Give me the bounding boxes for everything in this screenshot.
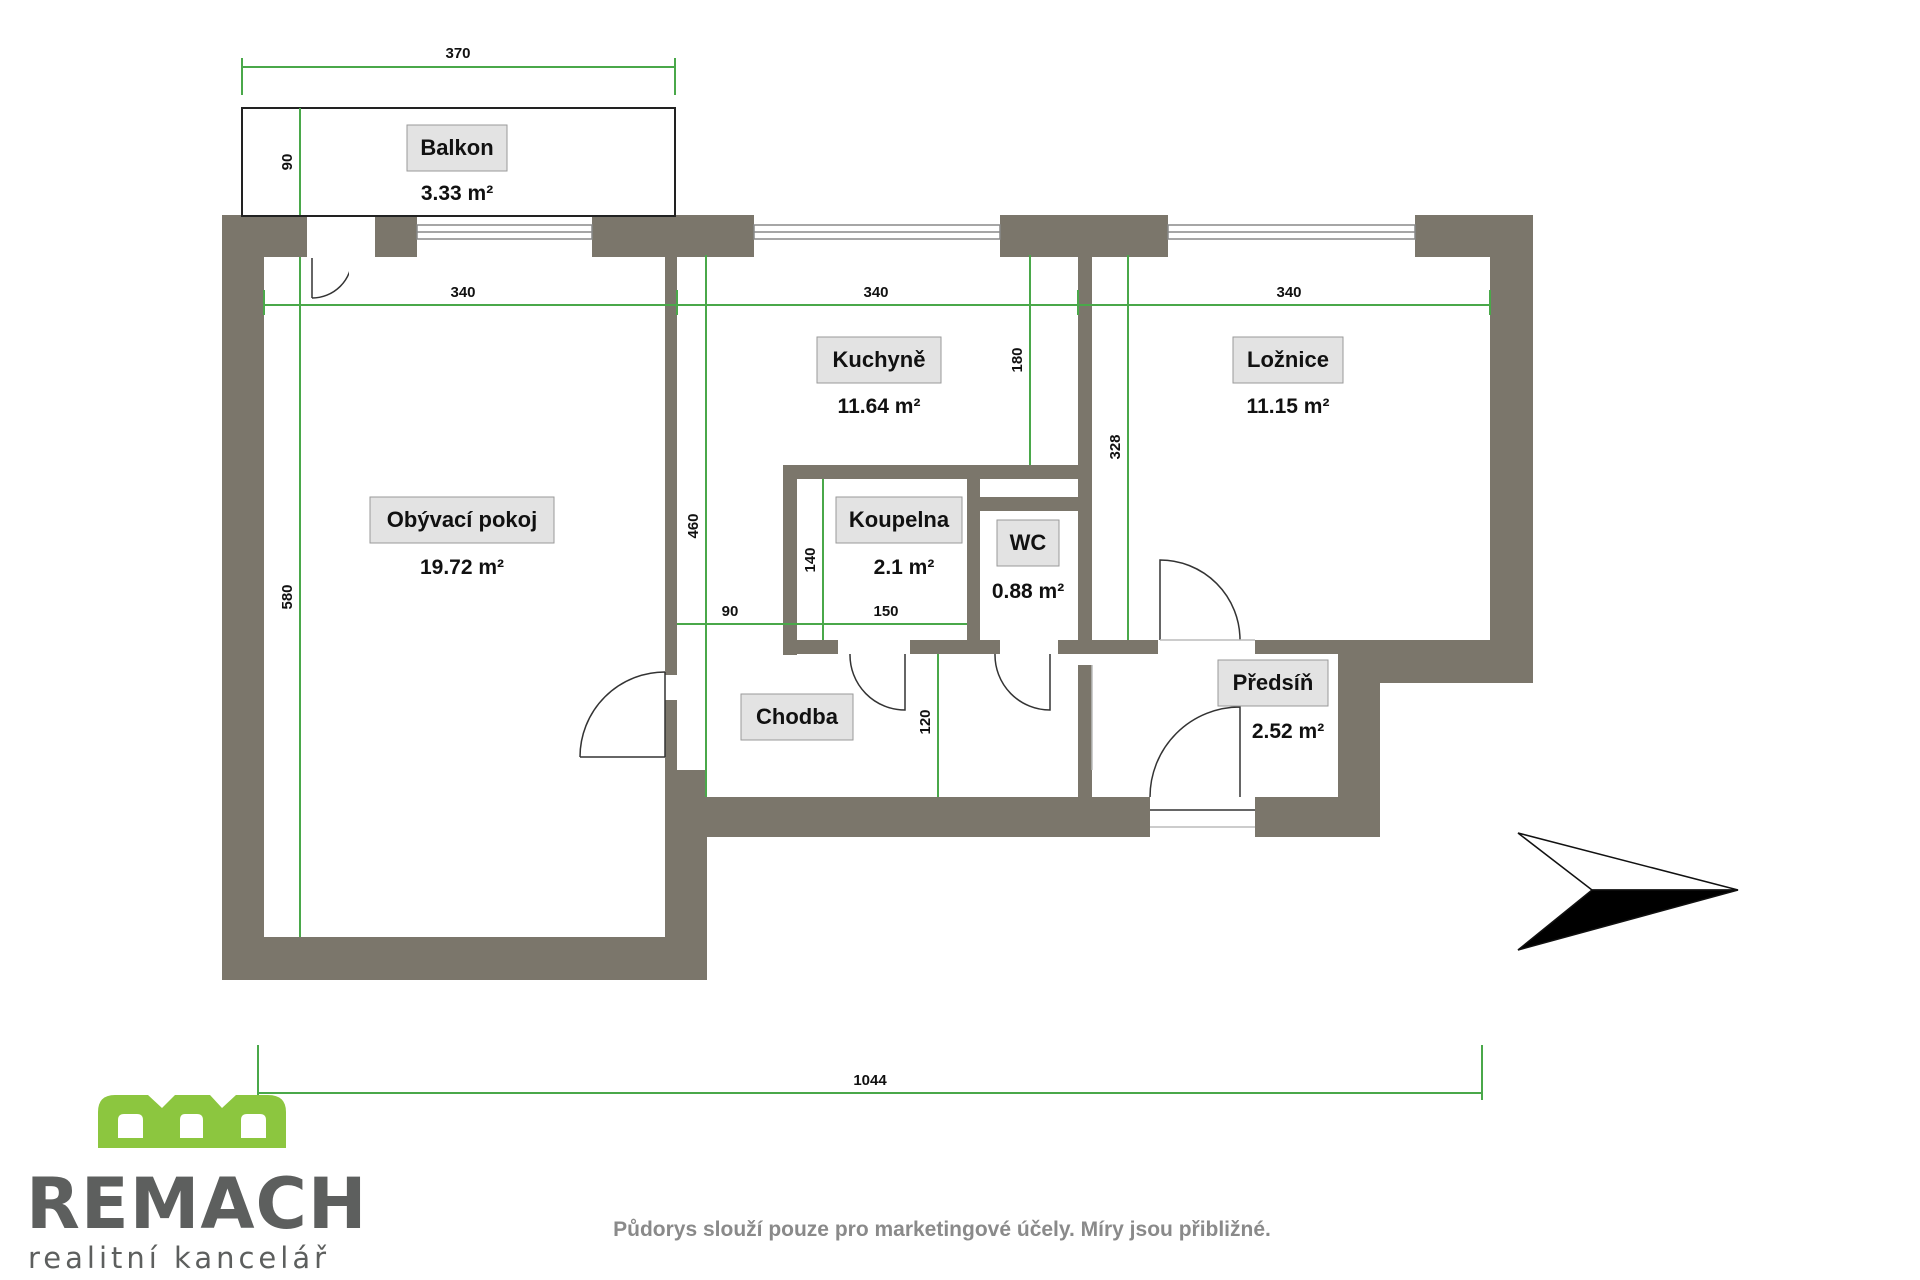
room-predsin: Předsíň 2.52 m²: [1217, 659, 1329, 743]
balcony-outline: [241, 107, 676, 217]
room-chodba-name: Chodba: [756, 704, 839, 729]
doors: [311, 257, 1255, 828]
north-arrow-icon: [1517, 832, 1739, 951]
logo-word: REMACH: [26, 1163, 368, 1245]
room-wc-name: WC: [1010, 530, 1047, 555]
disclaimer-text: Půdorys slouží pouze pro marketingové úč…: [613, 1218, 1271, 1241]
room-predsin-area: 2.52 m²: [1252, 720, 1324, 743]
walls: [222, 215, 1533, 980]
room-kuchyne-area: 11.64 m²: [838, 395, 921, 418]
dim-obyvaci-length: 580: [279, 584, 296, 609]
dim-kuchyne-width: 340: [863, 284, 888, 301]
room-kuchyne: Kuchyně 11.64 m²: [816, 336, 942, 418]
room-koupelna-name: Koupelna: [849, 507, 950, 532]
room-balkon-area: 3.33 m²: [421, 182, 493, 205]
dim-loznice-width: 340: [1276, 284, 1301, 301]
room-loznice: Ložnice 11.15 m²: [1232, 336, 1344, 418]
windows: [416, 224, 1416, 240]
dim-koupelna-depth: 140: [802, 547, 819, 572]
dim-koupelna-width: 150: [873, 603, 898, 620]
logo-roofs-icon: [98, 1095, 286, 1148]
room-loznice-area: 11.15 m²: [1247, 395, 1330, 418]
room-wc: WC 0.88 m²: [992, 519, 1064, 603]
dim-chodba-depth: 120: [917, 709, 934, 734]
dim-balkon-depth: 90: [279, 154, 296, 171]
remach-logo: REMACH realitní kancelář: [26, 1095, 368, 1275]
room-chodba: Chodba: [740, 693, 854, 741]
room-balkon-name: Balkon: [420, 135, 493, 160]
room-predsin-name: Předsíň: [1233, 670, 1314, 695]
room-koupelna: Koupelna 2.1 m²: [835, 496, 963, 579]
dim-obyvaci-width: 340: [450, 284, 475, 301]
dim-loznice-length: 328: [1107, 434, 1124, 459]
room-loznice-name: Ložnice: [1247, 347, 1329, 372]
logo-subtitle: realitní kancelář: [28, 1241, 330, 1275]
dim-balkon-width: 370: [445, 45, 470, 62]
room-balkon: Balkon 3.33 m²: [406, 124, 508, 205]
room-kuchyne-name: Kuchyně: [833, 347, 926, 372]
dimension-lines: [241, 58, 1491, 1100]
room-obyvaci-name: Obývací pokoj: [387, 507, 537, 532]
room-obyvaci: Obývací pokoj 19.72 m²: [369, 496, 555, 579]
dim-chodba-width: 90: [722, 603, 739, 620]
dim-kuchyne-recess: 180: [1009, 347, 1026, 372]
dim-kuchyne-length: 460: [685, 513, 702, 538]
dim-total-length: 1044: [853, 1072, 887, 1089]
room-koupelna-area: 2.1 m²: [874, 556, 935, 579]
room-obyvaci-area: 19.72 m²: [420, 556, 504, 579]
room-wc-area: 0.88 m²: [992, 580, 1064, 603]
